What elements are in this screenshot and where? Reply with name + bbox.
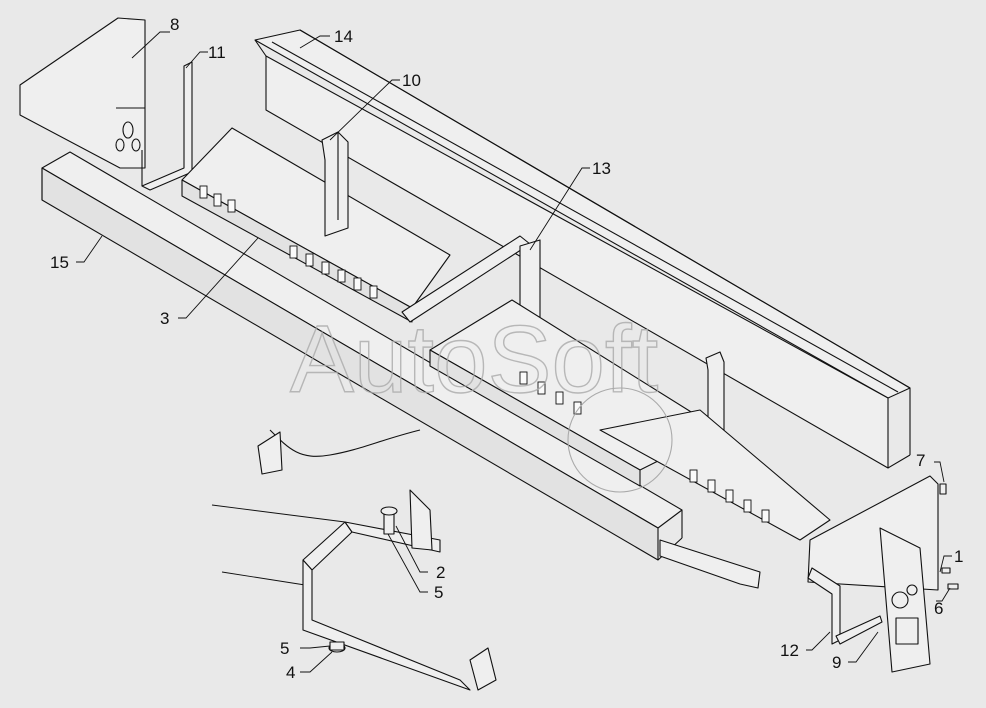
tail-rail (659, 539, 761, 589)
callout-8: 8 (170, 15, 179, 34)
detail-view (211, 429, 497, 691)
callout-labels: 8 11 14 10 13 15 3 7 1 6 2 5 5 4 12 9 (50, 15, 963, 682)
callout-7: 7 (916, 451, 925, 470)
callout-10: 10 (402, 71, 421, 90)
callout-14: 14 (334, 27, 353, 46)
callout-11: 11 (208, 43, 226, 62)
callout-6: 6 (934, 599, 943, 618)
cross-brace-part-10 (321, 131, 349, 237)
right-end-plate-part-9 (807, 475, 939, 673)
callout-9: 9 (832, 653, 841, 672)
callout-5-upper: 5 (434, 583, 443, 602)
callout-4: 4 (286, 663, 295, 682)
watermark: AutoSoft (290, 306, 658, 413)
callout-15: 15 (50, 253, 69, 272)
callout-2: 2 (436, 563, 445, 582)
callout-5-lower: 5 (280, 639, 289, 658)
right-bracket-part-12 (807, 567, 883, 645)
left-end-plate-part-8 (19, 17, 146, 169)
slot-pattern (199, 185, 770, 523)
front-beam-part-15 (41, 151, 683, 561)
bolts (939, 483, 959, 590)
callout-3: 3 (160, 309, 169, 328)
callout-1: 1 (954, 547, 963, 566)
leader-lines (76, 31, 952, 673)
callout-12: 12 (780, 641, 799, 660)
callout-13: 13 (592, 159, 611, 178)
back-panel-part-14 (254, 29, 911, 469)
left-bracket-part-11 (141, 61, 193, 191)
watermark-circle (567, 387, 673, 493)
